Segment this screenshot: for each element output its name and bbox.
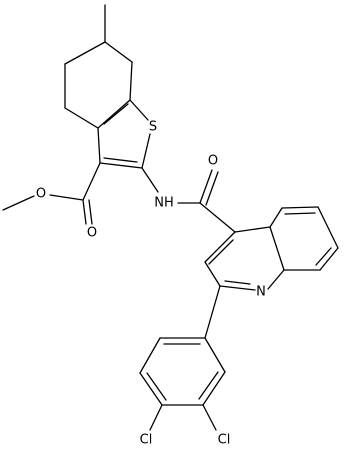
bond-s-c2 xyxy=(141,133,151,169)
bond-ring6-d xyxy=(104,41,133,63)
bond-q2-aryl xyxy=(204,285,221,339)
bond-q4-q4a xyxy=(234,226,271,233)
bond-c-cl-meta xyxy=(202,404,217,431)
bond-aryl-e-inner xyxy=(198,371,219,400)
bonds xyxy=(2,4,339,431)
bond-c2-c3 xyxy=(99,162,143,169)
bond-amide-co-2 xyxy=(205,171,219,206)
chlorine-para-label: Cl xyxy=(140,433,153,448)
chlorine-meta-label: Cl xyxy=(218,433,231,448)
methoxy-oxygen-label: O xyxy=(36,187,46,202)
bond-c7-c8 xyxy=(319,247,339,271)
bond-q8a-q4a xyxy=(269,226,285,271)
bond-q3-q2 xyxy=(204,261,221,287)
bond-ring6-a xyxy=(64,41,106,65)
bond-aryl-c-inner xyxy=(146,372,167,401)
atom-labels: O O S NH O N Cl Cl xyxy=(36,120,266,448)
bond-aryl-f xyxy=(204,337,226,373)
bond-q4-q3-inner xyxy=(208,239,234,265)
bond-c7-c8-inner xyxy=(315,247,332,266)
bond-q4a-c5 xyxy=(269,207,283,228)
bond-fused-inner xyxy=(103,103,129,125)
thiophene-sulfur-label: S xyxy=(149,120,157,135)
bond-c6-c7 xyxy=(317,206,339,249)
bond-c7a-s xyxy=(129,99,149,121)
ester-carbonyl-oxygen-label: O xyxy=(87,226,97,241)
quinoline-nitrogen-label: N xyxy=(256,285,266,300)
amide-carbonyl-oxygen-label: O xyxy=(208,154,218,169)
bond-c3-ester-c xyxy=(82,162,101,201)
bond-aryl-e xyxy=(202,371,226,406)
bond-q4-q3 xyxy=(204,231,236,263)
bond-o-methyl xyxy=(2,195,35,211)
bond-c3-c3a xyxy=(97,127,101,164)
bond-ring6-e xyxy=(129,61,133,101)
bond-q2-n-inner xyxy=(224,280,251,285)
bond-c5-c6 xyxy=(281,206,319,209)
bond-q2-n xyxy=(219,285,256,291)
bond-fused xyxy=(97,99,131,129)
amide-nh-label: NH xyxy=(154,196,174,211)
bond-c-cl-para xyxy=(149,404,163,431)
bond-c2-c3-inner xyxy=(103,157,138,163)
bond-ester-co xyxy=(82,199,87,225)
bond-aryl-b xyxy=(139,337,161,374)
bond-ester-co-2 xyxy=(88,199,93,225)
bond-c5-c6-inner xyxy=(284,212,316,215)
bond-ester-c-o xyxy=(49,194,84,201)
bond-aryl-c xyxy=(139,372,163,406)
bond-amide-co xyxy=(199,169,213,204)
bond-ring6-c xyxy=(64,107,99,129)
bond-c2-nh xyxy=(141,167,159,193)
bond-n-q8a xyxy=(267,269,285,290)
bond-amide-c-q4 xyxy=(199,202,236,233)
